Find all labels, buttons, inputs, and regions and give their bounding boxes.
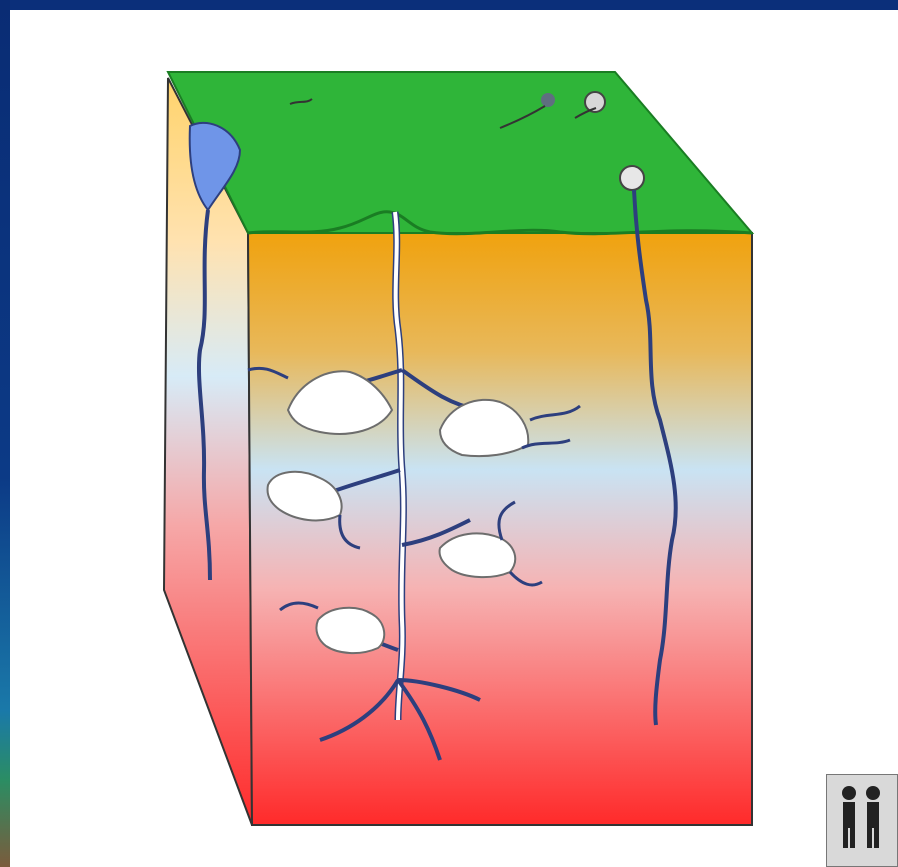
people-glyph bbox=[827, 775, 898, 867]
cave-chamber bbox=[316, 608, 384, 653]
block-top-surface bbox=[168, 72, 752, 233]
two-people-icon[interactable] bbox=[826, 774, 898, 867]
